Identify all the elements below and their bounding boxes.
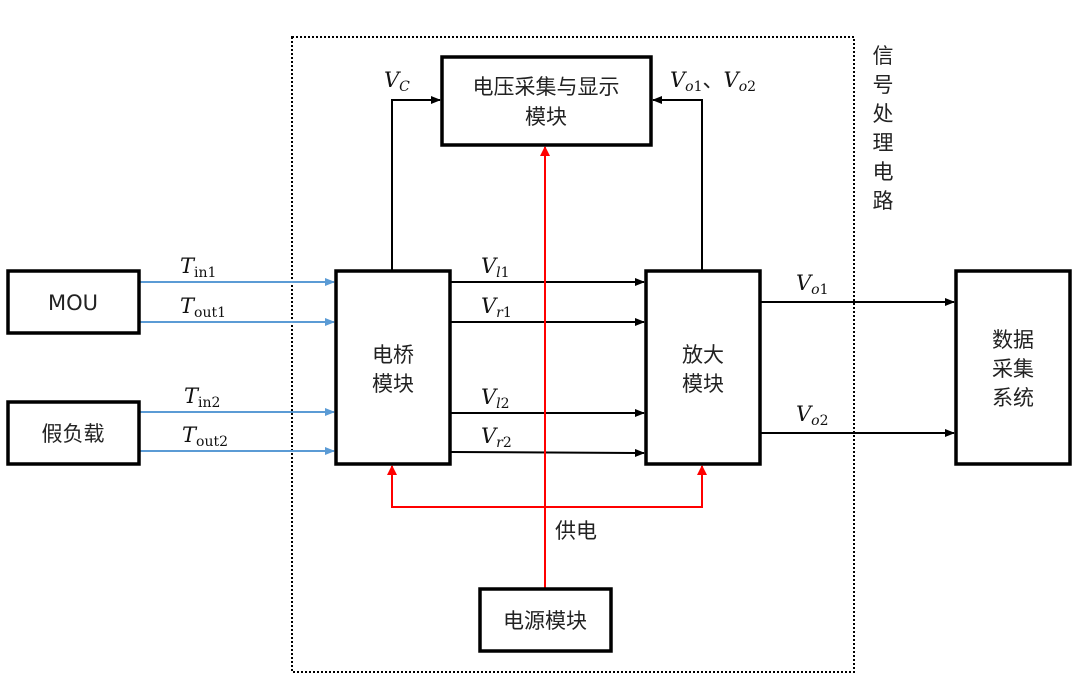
v-l2-label: Vl2	[481, 385, 510, 412]
voltage-display-block: 电压采集与显示 模块	[440, 55, 653, 147]
daq-label-2: 采集	[992, 357, 1034, 381]
region-label-char: 号	[873, 73, 894, 97]
region-label-char: 电	[873, 160, 894, 184]
voltage-display-label-1: 电压采集与显示	[473, 75, 620, 99]
bridge-label-1: 电桥	[372, 343, 414, 367]
mou-block: MOU	[6, 269, 141, 335]
daq-label-1: 数据	[992, 328, 1034, 352]
power-block: 电源模块	[478, 587, 613, 653]
v-c-label: VC	[384, 68, 410, 95]
region-label-char: 理	[873, 131, 894, 155]
v-o-feedback-line	[652, 96, 703, 271]
amplifier-label-2: 模块	[682, 372, 724, 396]
t-out1-label: Tout1	[180, 294, 226, 321]
daq-label-3: 系统	[992, 386, 1034, 410]
t-in2-label: Tin2	[184, 384, 220, 411]
dummy-load-block: 假负载	[6, 400, 141, 466]
power-label: 电源模块	[503, 609, 587, 633]
power-bridge-line	[387, 465, 545, 508]
amplifier-block: 放大 模块	[644, 269, 762, 466]
v-o1-v-o2-label: Vo1、Vo2	[670, 68, 756, 95]
voltage-display-label-2: 模块	[525, 105, 567, 129]
power-supply-label: 供电	[555, 519, 597, 543]
v-c-line	[391, 96, 441, 271]
v-o1-label: Vo1	[796, 271, 829, 298]
region-label-char: 处	[873, 102, 894, 126]
region-label-char: 路	[873, 189, 894, 213]
v-r1-label: Vr1	[481, 294, 512, 321]
v-r2-label: Vr2	[481, 424, 512, 451]
power-amp-line	[545, 465, 707, 508]
region-label-char: 信	[873, 44, 894, 68]
bridge-block: 电桥 模块	[334, 269, 452, 466]
v-o2-label: Vo2	[796, 402, 829, 429]
daq-block: 数据 采集 系统	[954, 269, 1072, 466]
v-l1-label: Vl1	[481, 254, 510, 281]
region-label: 信 号 处 理 电 路	[873, 44, 894, 213]
mou-label: MOU	[48, 291, 98, 315]
signal-processing-region	[291, 36, 855, 673]
t-in1-label: Tin1	[180, 254, 216, 281]
amplifier-label-1: 放大	[682, 343, 724, 367]
v-r2-line	[450, 448, 645, 457]
t-out2-label: Tout2	[182, 423, 228, 450]
bridge-label-2: 模块	[372, 372, 414, 396]
dummy-load-label: 假负载	[42, 422, 105, 446]
